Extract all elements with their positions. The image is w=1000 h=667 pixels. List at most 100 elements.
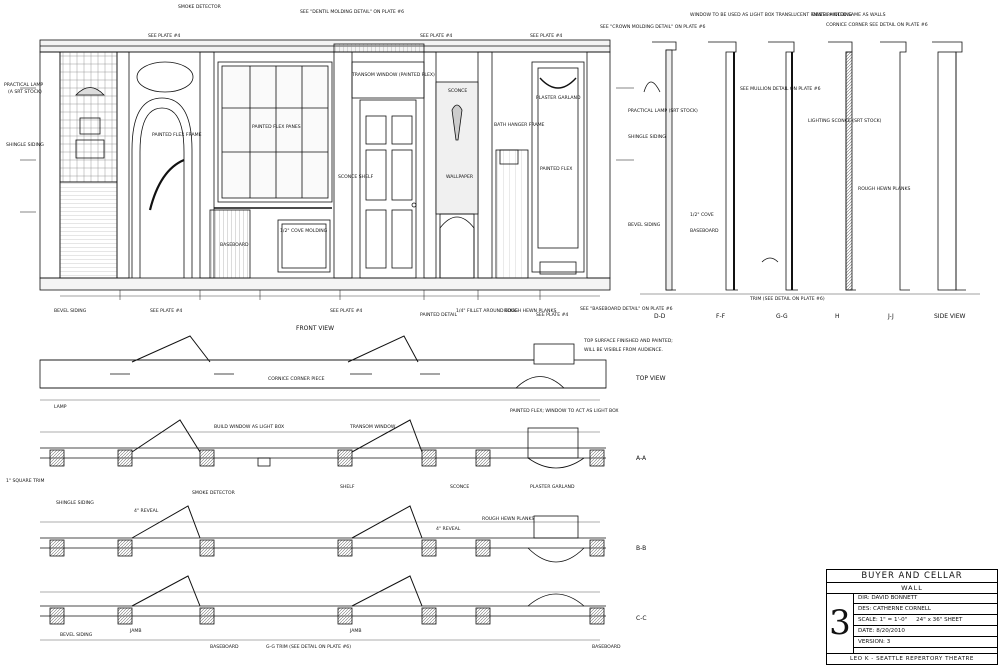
label-baseboard-note: SEE "BASEBOARD DETAIL" ON PLATE #6 [580, 306, 673, 312]
section-jj [880, 41, 910, 291]
label-mullion-note: SEE MULLION DETAIL ON PLATE #6 [740, 86, 821, 92]
label-bath-hanger: BATH HANGER FRAME [494, 122, 545, 128]
beadboard-panel [209, 209, 251, 279]
scale-row: SCALE: 1" = 1'-0" 24" x 36" SHEET [854, 615, 997, 626]
label-dentil: DENTIL MOLDING [812, 12, 853, 18]
label-transom-window: TRANSOM WINDOW (PAINTED FLEX) [351, 72, 435, 78]
label-baseboard: BASEBOARD [592, 644, 621, 650]
label-smoke-detector: SMOKE DETECTOR [178, 4, 222, 10]
label-sconce: SCONCE [450, 484, 469, 490]
label-aa: A-A [636, 455, 647, 462]
label-fillet: 1/4" FILLET AROUND EDGE [456, 308, 518, 314]
shingle-siding [59, 51, 118, 183]
label-build-window: BUILD WINDOW AS LIGHT BOX [214, 424, 284, 430]
bevel-siding [59, 181, 118, 279]
label-lighting-sconce: LIGHTING SCONCE (SRT STOCK) [808, 118, 882, 124]
label-sconce: SCONCE [448, 88, 467, 94]
label-gg-trim: G-G TRIM (SEE DETAIL ON PLATE #6) [266, 644, 351, 650]
section-dd [643, 41, 677, 291]
title-block-rows: DIR: DAVID BONNETT DES: CATHERNE CORNELL… [854, 593, 997, 648]
label-shelf: SHELF [340, 484, 355, 490]
label-window-note: WINDOW TO BE USED AS LIGHT BOX TRANSLUCE… [690, 12, 886, 18]
label-see-plate: SEE PLATE #4 [420, 33, 452, 39]
label-top-view: TOP VIEW [635, 375, 666, 382]
label-painted-flex: PAINTED FLEX [540, 166, 572, 172]
label-trim-note: TRIM (SEE DETAIL ON PLATE #6) [749, 296, 825, 302]
label-jamb: JAMB [129, 628, 142, 634]
version-row: VERSION: 3 [854, 637, 997, 648]
label-smoke-detector: SMOKE DETECTOR [192, 490, 236, 496]
sheet-size: 24" x 36" SHEET [916, 617, 963, 623]
section-gg [761, 41, 798, 291]
label-baseboard: BASEBOARD [210, 644, 239, 650]
label-top-note-2: WILL BE VISIBLE FROM AUDIENCE. [584, 347, 663, 353]
plan-bb [40, 505, 606, 563]
scale-value: SCALE: 1" = 1'-0" [858, 617, 908, 623]
label-see-plate: SEE PLATE #4 [330, 308, 362, 314]
label-dd: D-D [654, 313, 666, 320]
label-plaster-garland: PLASTER GARLAND [530, 484, 575, 490]
label-cornice-corner: CORNICE CORNER SEE DETAIL ON PLATE #6 [826, 22, 928, 28]
label-bevel-siding: BEVEL SIDING [60, 632, 93, 638]
plan-cc [40, 575, 606, 625]
label-rough-hewn: ROUGH HEWN PLANKS [504, 308, 556, 314]
date-row: DATE: 8/20/2010 [854, 626, 997, 637]
director-row: DIR: DAVID BONNETT [854, 593, 997, 604]
label-shingle-siding: SHINGLE SIDING [56, 500, 94, 506]
label-h: H [835, 313, 840, 320]
label-jamb: JAMB [349, 628, 362, 634]
designer-row: DES: CATHERNE CORNELL [854, 604, 997, 615]
label-baseboard: BASEBOARD [220, 242, 249, 248]
plate-number: 3 [827, 593, 854, 653]
label-baseboard: BASEBOARD [690, 228, 719, 234]
label-painted-flex-panes: PAINTED FLEX PANES [252, 124, 301, 130]
label-ff: F-F [716, 313, 726, 320]
label-rough-hewn: ROUGH HEWN PLANKS [858, 186, 910, 192]
label-wallpaper: WALLPAPER [446, 174, 474, 180]
label-see-plate: SEE PLATE #4 [150, 308, 182, 314]
title-block-subtitle: WALL [827, 583, 997, 594]
label-bevel-siding: BEVEL SIDING [628, 222, 661, 228]
label-lamp: LAMP [54, 404, 67, 410]
theatre-footer: LEO K - SEATTLE REPERTORY THEATRE [827, 653, 997, 664]
label-bb: B-B [636, 545, 646, 552]
label-transom-window: TRANSOM WINDOW [349, 424, 396, 430]
label-practical-lamp-srt: PRACTICAL LAMP (SRT STOCK) [628, 108, 698, 114]
label-shingle-siding: SHINGLE SIDING [628, 134, 666, 140]
label-front-view: FRONT VIEW [296, 325, 334, 332]
label-see-plate: SEE PLATE #4 [148, 33, 180, 39]
plan-labels: FRONT VIEW TOP VIEW TOP SURFACE FINISHED… [6, 325, 673, 650]
section-side-view [932, 41, 966, 291]
label-rough-hewn: ROUGH HEWN PLANKS [482, 516, 534, 522]
label-plaster-garland: PLASTER GARLAND [536, 95, 581, 101]
label-bevel-siding: BEVEL SIDING [54, 308, 87, 314]
label-shingle-siding: SHINGLE SIDING [6, 142, 44, 148]
section-labels: D-D F-F G-G H J-J SIDE VIEW WINDOW TO BE… [628, 12, 966, 320]
label-top-note-1: TOP SURFACE FINISHED AND PAINTED; [583, 338, 673, 344]
plan-aa [40, 419, 606, 469]
side-sections [640, 41, 980, 295]
front-elevation [20, 39, 634, 300]
label-painted-flex-frame: PAINTED FLEX FRAME [152, 132, 202, 138]
label-reveal: 4" REVEAL [134, 508, 159, 514]
section-h [828, 41, 856, 291]
label-reveal: 4" REVEAL [436, 526, 461, 532]
label-practical-lamp: PRACTICAL LAMP [4, 82, 43, 88]
title-block: BUYER AND CELLAR WALL 3 DIR: DAVID BONNE… [826, 569, 998, 665]
dentil-molding [333, 43, 425, 53]
label-see-plate: SEE PLATE #4 [536, 312, 568, 318]
title-block-title: BUYER AND CELLAR [827, 570, 997, 583]
plan-views [39, 335, 607, 641]
label-cornice-corner: CORNICE CORNER PIECE [268, 376, 325, 382]
label-cc: C-C [636, 615, 647, 622]
section-ff [708, 41, 738, 291]
label-painted-flex-note: PAINTED FLEX; WINDOW TO ACT AS LIGHT BOX [510, 408, 619, 414]
label-jj: J-J [887, 313, 894, 320]
label-cove-molding: 1/2" COVE MOLDING [280, 228, 328, 234]
label-side-view: SIDE VIEW [934, 313, 966, 320]
label-dentil-note: SEE "DENTIL MOLDING DETAIL" ON PLATE #6 [300, 9, 404, 15]
baseboard [39, 277, 611, 291]
label-practical-lamp-stock: (A SRT STOCK) [8, 89, 42, 95]
